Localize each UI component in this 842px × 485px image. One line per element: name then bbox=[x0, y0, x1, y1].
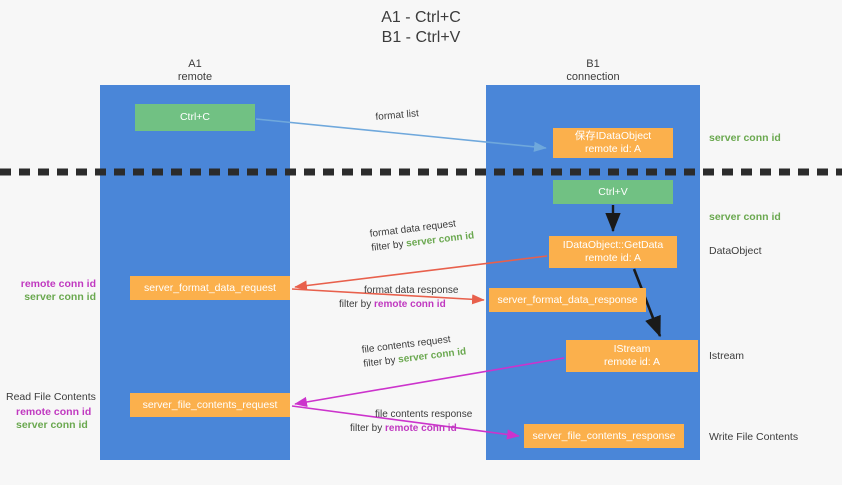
edge-label-format-data-response-filter: filter by remote conn id bbox=[339, 298, 459, 312]
node-server-file-contents-request[interactable]: server_file_contents_request bbox=[130, 393, 290, 417]
filter-value-remote-conn-id: remote conn id bbox=[385, 423, 457, 434]
node-save-idataobject[interactable]: 保存IDataObject remote id: A bbox=[553, 128, 673, 158]
annotation-read-file-contents: Read File Contents bbox=[6, 391, 96, 403]
annotation-data-object: DataObject bbox=[709, 245, 762, 257]
annotation-server-conn-id-1: server conn id bbox=[709, 132, 781, 144]
edge-label-format-data-response: format data response filter by remote co… bbox=[339, 284, 459, 312]
node-ctrl-c[interactable]: Ctrl+C bbox=[135, 104, 255, 131]
edge-label-file-contents-response-text: file contents response bbox=[375, 409, 473, 420]
annotation-server-conn-id-left-1: server conn id bbox=[24, 291, 96, 303]
page-title: A1 - Ctrl+C B1 - Ctrl+V bbox=[381, 9, 461, 46]
filter-prefix: filter by bbox=[350, 423, 386, 434]
node-ctrl-v[interactable]: Ctrl+V bbox=[553, 180, 673, 204]
annotation-server-conn-id-left-2: server conn id bbox=[16, 419, 88, 431]
edge-label-file-contents-response-filter: filter by remote conn id bbox=[350, 422, 472, 436]
node-istream[interactable]: IStream remote id: A bbox=[566, 340, 698, 372]
edge-label-format-list: format list bbox=[375, 107, 419, 125]
edge-label-file-contents-request: file contents request filter by server c… bbox=[361, 331, 467, 371]
annotation-remote-conn-id-2: remote conn id bbox=[16, 406, 92, 418]
filter-prefix: filter by bbox=[339, 299, 375, 310]
annotation-server-conn-id-2: server conn id bbox=[709, 211, 781, 223]
filter-prefix: filter by bbox=[362, 354, 399, 370]
node-server-format-data-response[interactable]: server_format_data_response bbox=[489, 288, 646, 312]
edge-label-file-contents-response: file contents response filter by remote … bbox=[350, 408, 472, 436]
annotation-remote-conn-id-1: remote conn id bbox=[20, 278, 96, 290]
lane-header-a1: A1 remote bbox=[177, 58, 213, 83]
node-server-format-data-request[interactable]: server_format_data_request bbox=[130, 276, 290, 300]
annotation-write-file-contents: Write File Contents bbox=[709, 431, 799, 443]
filter-value-remote-conn-id: remote conn id bbox=[374, 299, 446, 310]
filter-prefix: filter by bbox=[370, 238, 407, 254]
annotation-istream: Istream bbox=[709, 350, 745, 362]
edge-label-format-data-response-text: format data response bbox=[364, 285, 459, 296]
annotation-conn-ids-format: remote conn id server conn id bbox=[8, 278, 96, 304]
node-idataobject-getdata[interactable]: IDataObject::GetData remote id: A bbox=[549, 236, 677, 268]
edge-label-format-data-request: format data request filter by server con… bbox=[369, 215, 475, 255]
edge-label-format-list-text: format list bbox=[375, 108, 420, 123]
node-server-file-contents-response[interactable]: server_file_contents_response bbox=[524, 424, 684, 448]
annotation-read-file-contents-group: Read File Contents remote conn id server… bbox=[6, 391, 98, 432]
lane-header-b1: B1 connection bbox=[566, 58, 620, 83]
